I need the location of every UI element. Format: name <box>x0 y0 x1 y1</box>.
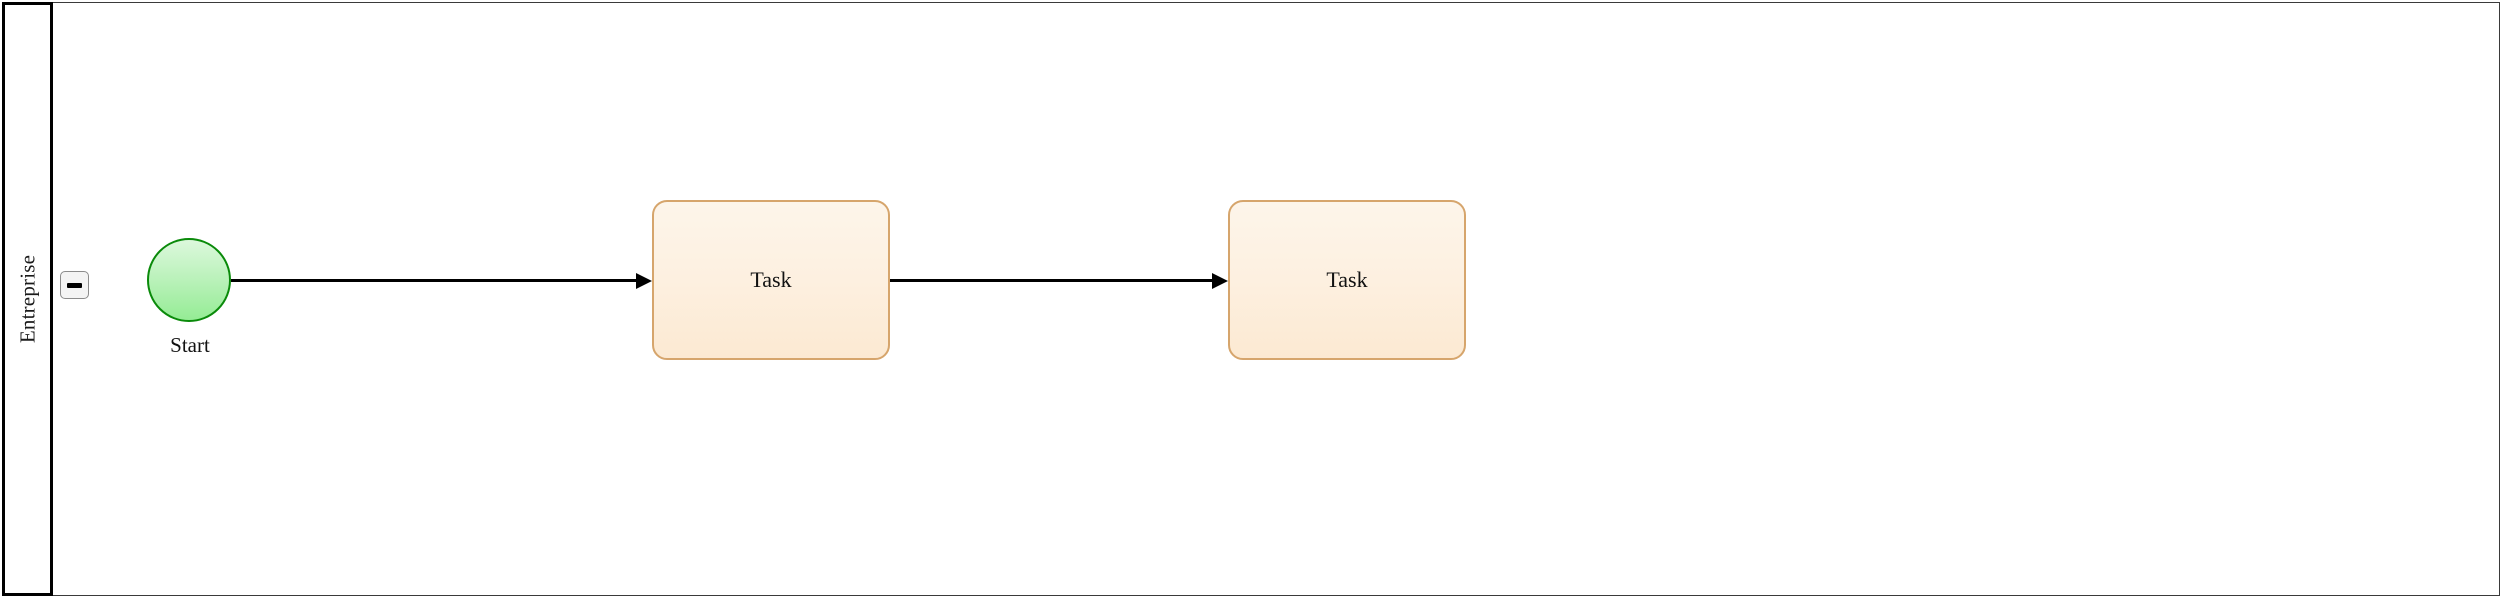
arrowhead-icon <box>1212 272 1228 289</box>
arrowhead-icon <box>636 272 652 289</box>
task-node-2[interactable]: Task <box>1228 200 1466 360</box>
start-event-label: Start <box>170 333 210 357</box>
lane-label: Entreprise <box>15 254 39 344</box>
sequence-flow-start-to-task1[interactable] <box>231 272 652 289</box>
task-label: Task <box>750 267 792 292</box>
start-event-circle-icon <box>147 238 231 322</box>
lane-header-entreprise[interactable]: Entreprise <box>2 2 53 596</box>
task-label: Task <box>1326 267 1368 292</box>
start-event-node[interactable] <box>147 238 231 322</box>
task-node-1[interactable]: Task <box>652 200 890 360</box>
minus-icon <box>67 282 82 288</box>
lane-collapse-button[interactable] <box>60 271 89 299</box>
sequence-flow-task1-to-task2[interactable] <box>890 272 1228 289</box>
